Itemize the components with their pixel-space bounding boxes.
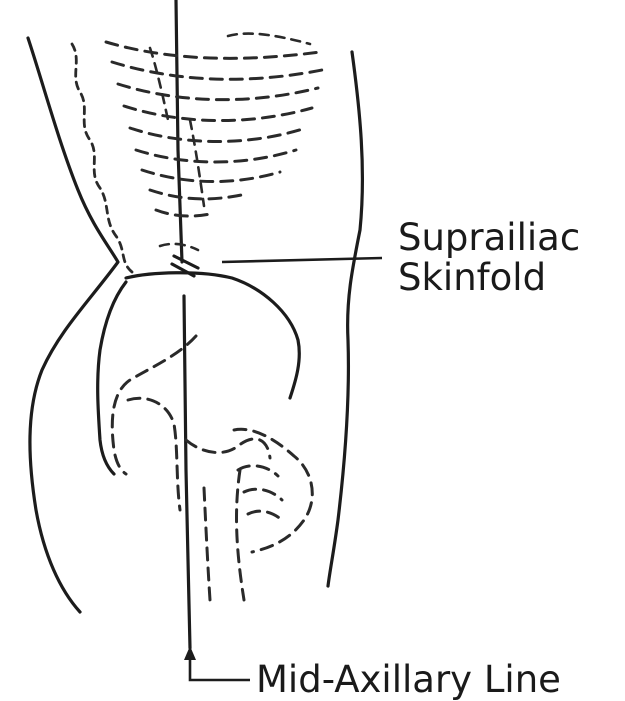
suprailiac-label: Suprailiac <box>398 216 580 259</box>
femur-outline <box>112 336 312 600</box>
mid-axillary-line <box>176 0 182 262</box>
arrow-up-icon <box>184 646 196 660</box>
midaxillary-leader <box>190 660 250 680</box>
rib-cage-lines <box>106 34 322 217</box>
midaxillary-label: Mid-Axillary Line <box>256 658 561 701</box>
mid-axillary-line-lower <box>184 296 190 648</box>
iliac-crest-outline <box>126 273 299 398</box>
pelvis-inner-contour <box>98 282 126 474</box>
suprailiac-leader <box>222 258 382 262</box>
body-outline-right <box>328 52 362 586</box>
skinfold-label: Skinfold <box>398 256 546 299</box>
